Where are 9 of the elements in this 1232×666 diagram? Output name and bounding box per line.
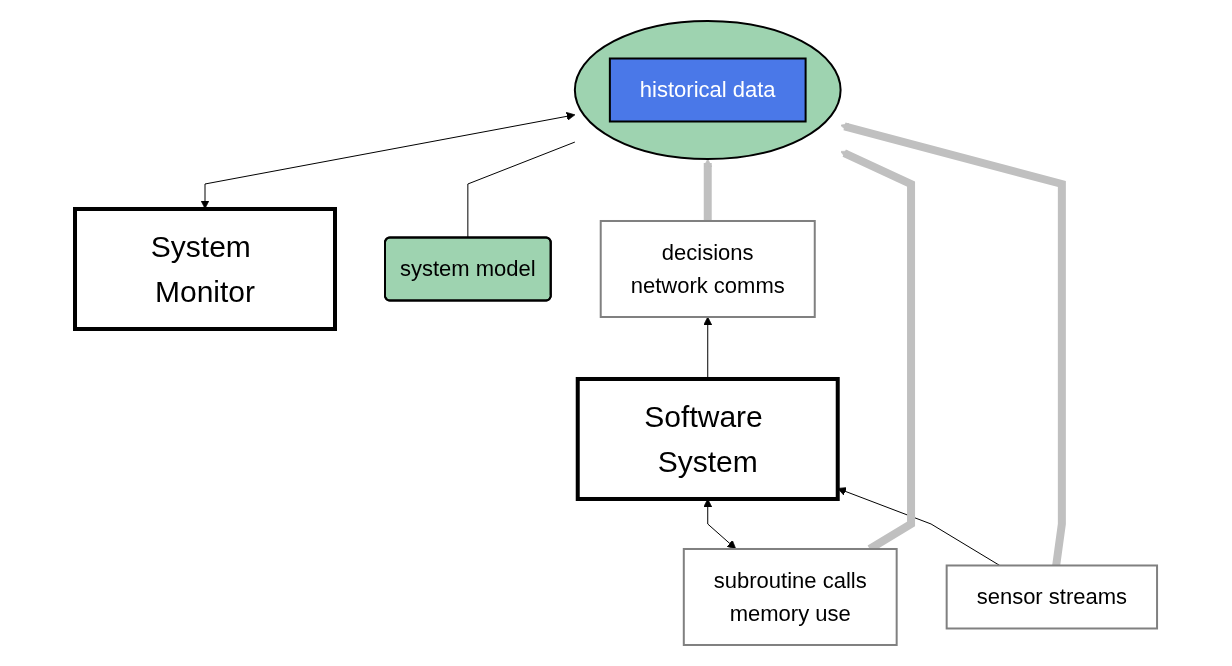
node-box: historical data [608,57,807,123]
node-box: sensor streams [945,564,1158,630]
arrow [703,498,737,550]
arrow [703,158,713,221]
node-box: Software System [575,377,840,501]
arrow [840,122,1066,567]
node-box: System Monitor [73,207,337,331]
node-box: decisions network comms [599,220,816,318]
node-box: subroutine calls memory use [682,548,898,646]
